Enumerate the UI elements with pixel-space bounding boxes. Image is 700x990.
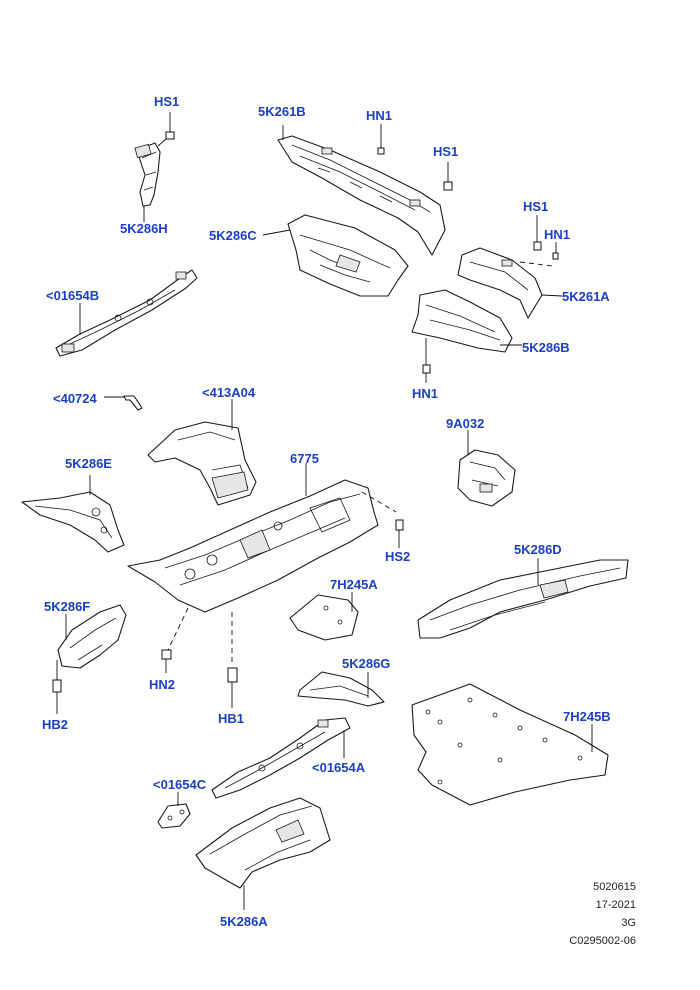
label-hn1-top: HN1 xyxy=(366,108,393,123)
label-6775: 6775 xyxy=(290,451,319,466)
label-5k286g: 5K286G xyxy=(342,656,391,671)
label-hb1: HB1 xyxy=(218,711,245,726)
reference-illustration-id: C0295002-06 xyxy=(569,935,636,947)
fastener-hb2 xyxy=(52,660,62,714)
label-5k286h: 5K286H xyxy=(120,221,168,236)
part-413a04 xyxy=(147,421,257,506)
part-5k286a xyxy=(195,797,331,889)
label-5k286e: 5K286E xyxy=(65,456,112,471)
label-5k286f: 5K286F xyxy=(44,599,91,614)
fastener-hs1-top xyxy=(157,112,175,147)
part-01654a xyxy=(211,717,351,799)
fastener-hs1-right xyxy=(533,215,542,251)
part-7h245a xyxy=(289,594,359,641)
label-hs1-top: HS1 xyxy=(154,94,180,109)
part-5k286c xyxy=(287,214,409,297)
label-01654a: <01654A xyxy=(312,760,366,775)
part-9a032 xyxy=(457,449,516,507)
fastener-hn1-right xyxy=(552,242,559,260)
label-5k261b: 5K261B xyxy=(258,104,306,119)
label-9a032: 9A032 xyxy=(446,416,485,431)
part-5k286d xyxy=(417,559,629,639)
label-01654c: <01654C xyxy=(153,777,207,792)
part-01654b xyxy=(55,269,198,357)
label-413a04: <413A04 xyxy=(202,385,256,400)
part-6775 xyxy=(127,479,379,613)
part-5k286h xyxy=(134,142,161,207)
fastener-hs2 xyxy=(395,519,404,548)
part-5k261a xyxy=(457,247,543,319)
label-hb2: HB2 xyxy=(42,717,69,732)
label-5k286c: 5K286C xyxy=(209,228,257,243)
label-hs1-right: HS1 xyxy=(523,199,549,214)
fastener-hn2 xyxy=(161,649,172,673)
label-hs2: HS2 xyxy=(385,549,411,564)
label-7h245a: 7H245A xyxy=(330,577,378,592)
label-40724: <40724 xyxy=(53,391,97,406)
reference-number: 5020615 xyxy=(593,881,636,893)
part-5k286g xyxy=(297,671,385,707)
part-5k261b xyxy=(277,135,446,256)
part-01654c xyxy=(157,803,191,829)
label-5k286b: 5K286B xyxy=(522,340,570,355)
label-5k261a: 5K261A xyxy=(562,289,610,304)
reference-code: 3G xyxy=(621,917,636,929)
fastener-hb1 xyxy=(227,667,238,708)
label-5k286d: 5K286D xyxy=(514,542,562,557)
part-5k286f xyxy=(57,604,127,669)
label-01654b: <01654B xyxy=(46,288,100,303)
fastener-hs1-mid xyxy=(443,162,453,191)
label-hn1-right: HN1 xyxy=(544,227,571,242)
fastener-hn1-top xyxy=(377,124,385,155)
fastener-hn1-bottom xyxy=(422,338,431,383)
label-7h245b: 7H245B xyxy=(563,709,611,724)
part-5k286b xyxy=(411,289,513,353)
part-5k286e xyxy=(21,491,125,553)
part-40724 xyxy=(104,395,143,411)
label-hs1-mid: HS1 xyxy=(433,144,459,159)
label-hn1-bottom: HN1 xyxy=(412,386,439,401)
reference-date: 17-2021 xyxy=(595,899,636,911)
label-hn2: HN2 xyxy=(149,677,176,692)
label-5k286a: 5K286A xyxy=(220,914,268,929)
part-7h245b xyxy=(411,683,609,806)
